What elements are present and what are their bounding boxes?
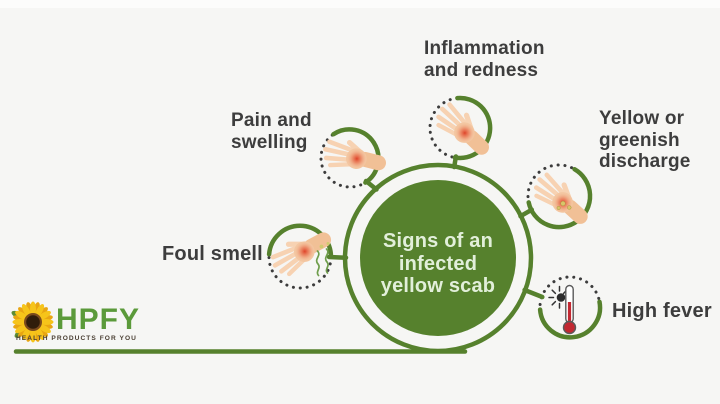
label-high-fever: High fever <box>612 300 712 322</box>
label-foul-smell: Foul smell <box>162 243 263 265</box>
satellite-high-fever <box>522 275 603 340</box>
discharge-hand-icon <box>531 171 590 224</box>
discharge-drops <box>556 200 572 210</box>
satellite-discharge <box>518 163 591 227</box>
satellite-pain <box>321 127 381 192</box>
label-inflammation: Inflammation and redness <box>424 38 545 81</box>
label-pain: Pain and swelling <box>231 110 312 153</box>
satellite-foul-smell <box>269 226 349 290</box>
logo-wordmark: HPFY <box>56 303 141 336</box>
satellite-inflammation <box>430 98 491 170</box>
smell-waves <box>315 248 329 277</box>
center-title: Signs of an infected yellow scab <box>380 230 496 297</box>
logo-tagline: HEALTH PRODUCTS FOR YOU <box>16 335 137 342</box>
smell-dots <box>319 242 330 249</box>
thermometer-icon <box>548 284 577 335</box>
inflamed-hand-icon <box>323 139 380 172</box>
sunflower-icon <box>10 301 54 343</box>
label-discharge: Yellow or greenish discharge <box>599 108 691 172</box>
